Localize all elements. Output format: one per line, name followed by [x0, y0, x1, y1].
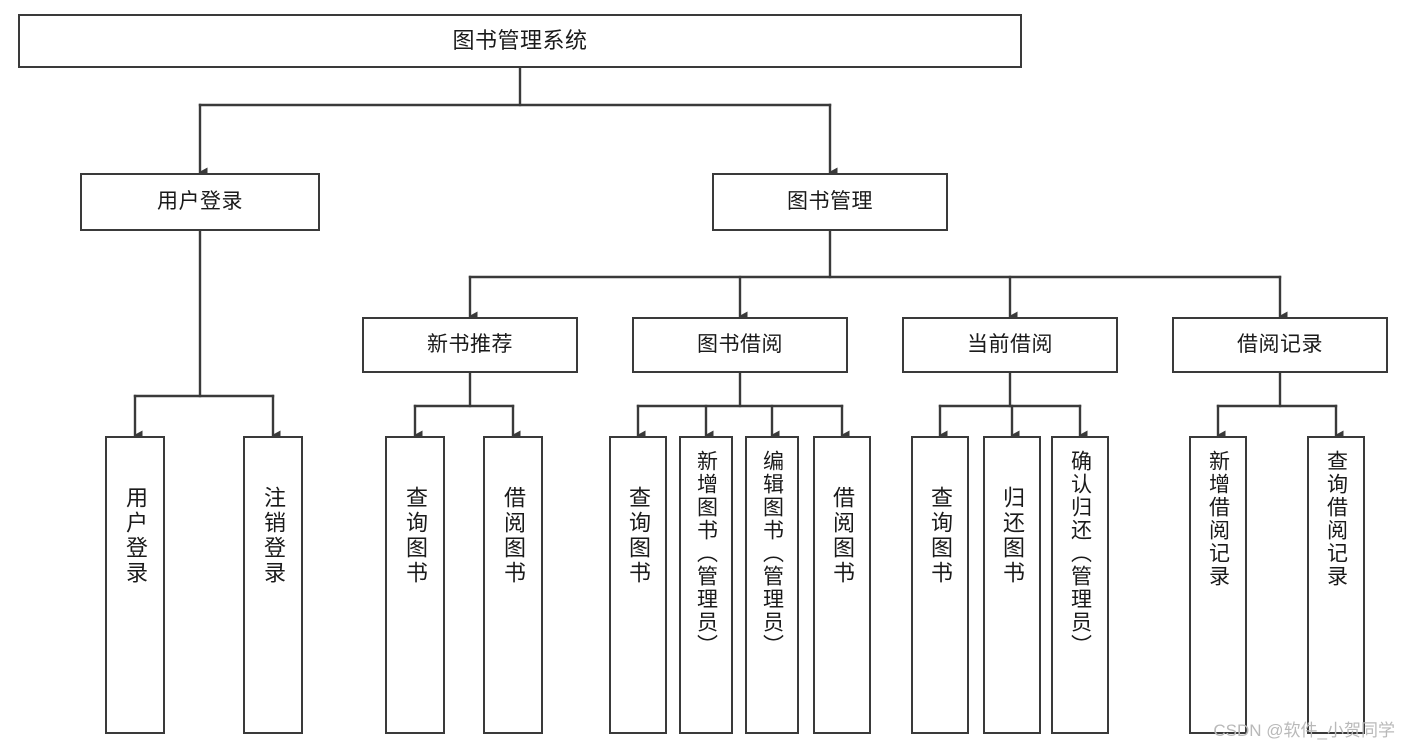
node-label-l_c_return: 归还图书: [1000, 486, 1025, 586]
node-root[interactable]: 图书管理系统: [18, 14, 1022, 68]
node-label-l_login: 用户登录: [123, 486, 148, 586]
node-label-l_nb_query: 查询图书: [403, 486, 428, 586]
node-l_r_query[interactable]: 查询借阅记录: [1307, 436, 1365, 734]
node-label-bookmgmt: 图书管理: [787, 189, 873, 213]
node-l_login[interactable]: 用户登录: [105, 436, 165, 734]
node-l_b_query[interactable]: 查询图书: [609, 436, 667, 734]
node-l_nb_query[interactable]: 查询图书: [385, 436, 445, 734]
node-newbook[interactable]: 新书推荐: [362, 317, 578, 373]
node-bookmgmt[interactable]: 图书管理: [712, 173, 948, 231]
node-label-borrow: 图书借阅: [697, 332, 783, 356]
csdn-watermark: CSDN @软件_小贺同学: [1213, 721, 1395, 740]
node-l_nb_borrow[interactable]: 借阅图书: [483, 436, 543, 734]
node-l_c_query[interactable]: 查询图书: [911, 436, 969, 734]
node-label-l_c_confirm: 确认归还（管理员）: [1068, 450, 1092, 657]
node-label-l_b_query: 查询图书: [626, 486, 651, 586]
node-label-l_b_borrow: 借阅图书: [830, 486, 855, 586]
node-l_c_return[interactable]: 归还图书: [983, 436, 1041, 734]
node-label-root: 图书管理系统: [452, 28, 588, 54]
node-label-l_r_query: 查询借阅记录: [1324, 450, 1348, 588]
node-label-current: 当前借阅: [967, 332, 1053, 356]
node-l_b_borrow[interactable]: 借阅图书: [813, 436, 871, 734]
node-l_r_add[interactable]: 新增借阅记录: [1189, 436, 1247, 734]
node-l_logout[interactable]: 注销登录: [243, 436, 303, 734]
node-label-l_r_add: 新增借阅记录: [1206, 450, 1230, 588]
node-l_b_add[interactable]: 新增图书（管理员）: [679, 436, 733, 734]
node-label-l_nb_borrow: 借阅图书: [501, 486, 526, 586]
node-records[interactable]: 借阅记录: [1172, 317, 1388, 373]
node-label-l_logout: 注销登录: [261, 486, 286, 586]
node-label-l_b_add: 新增图书（管理员）: [694, 450, 718, 657]
node-label-login: 用户登录: [157, 189, 243, 213]
node-l_c_confirm[interactable]: 确认归还（管理员）: [1051, 436, 1109, 734]
node-label-newbook: 新书推荐: [427, 332, 513, 356]
node-l_b_edit[interactable]: 编辑图书（管理员）: [745, 436, 799, 734]
node-borrow[interactable]: 图书借阅: [632, 317, 848, 373]
node-label-records: 借阅记录: [1237, 332, 1323, 356]
node-current[interactable]: 当前借阅: [902, 317, 1118, 373]
node-login[interactable]: 用户登录: [80, 173, 320, 231]
node-label-l_c_query: 查询图书: [928, 486, 953, 586]
node-label-l_b_edit: 编辑图书（管理员）: [760, 450, 784, 657]
